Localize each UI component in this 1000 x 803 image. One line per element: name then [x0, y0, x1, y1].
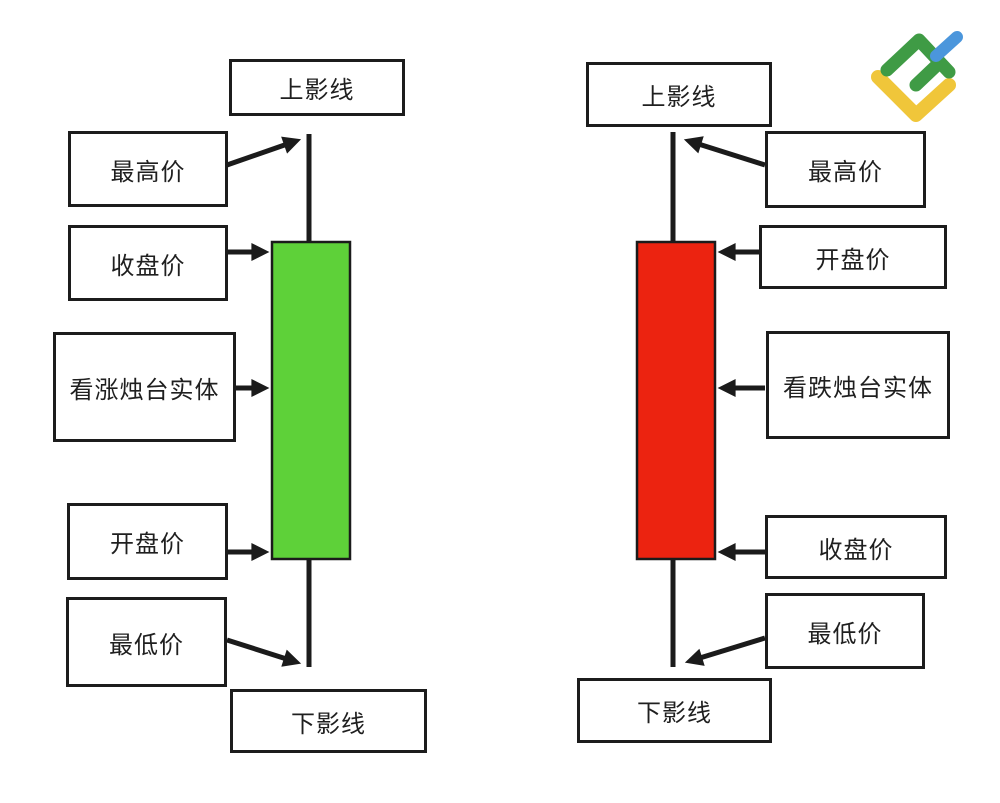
bullish-candle-body — [270, 240, 352, 561]
label-bearish-open: 开盘价 — [759, 225, 947, 289]
label-bearish-close: 收盘价 — [765, 515, 947, 579]
label-bullish-lower-shadow: 下影线 — [230, 689, 427, 753]
bullish-low-arrow — [226, 637, 302, 667]
label-bullish-body: 看涨烛台实体 — [53, 332, 236, 442]
label-bullish-open: 开盘价 — [67, 503, 228, 580]
label-bearish-high: 最高价 — [765, 131, 926, 208]
label-bearish-low: 最低价 — [765, 593, 925, 669]
label-bearish-lower-shadow: 下影线 — [577, 678, 772, 743]
label-bullish-upper-shadow: 上影线 — [229, 59, 405, 116]
lines-and-arrows — [226, 132, 766, 667]
label-bearish-upper-shadow: 上影线 — [586, 62, 772, 127]
label-bearish-body: 看跌烛台实体 — [766, 331, 950, 439]
label-bullish-low: 最低价 — [66, 597, 227, 687]
label-bullish-high: 最高价 — [68, 131, 228, 207]
bearish-candle-body — [635, 240, 717, 561]
brand-logo-icon — [871, 31, 963, 122]
logo-yellow-check — [871, 70, 956, 122]
label-bullish-close: 收盘价 — [68, 225, 228, 301]
logo-green-arm — [909, 59, 943, 92]
logo-blue-accent — [930, 31, 963, 62]
bearish-high-arrow — [683, 136, 766, 168]
bearish-low-arrow — [684, 635, 766, 666]
bullish-high-arrow — [226, 136, 302, 168]
